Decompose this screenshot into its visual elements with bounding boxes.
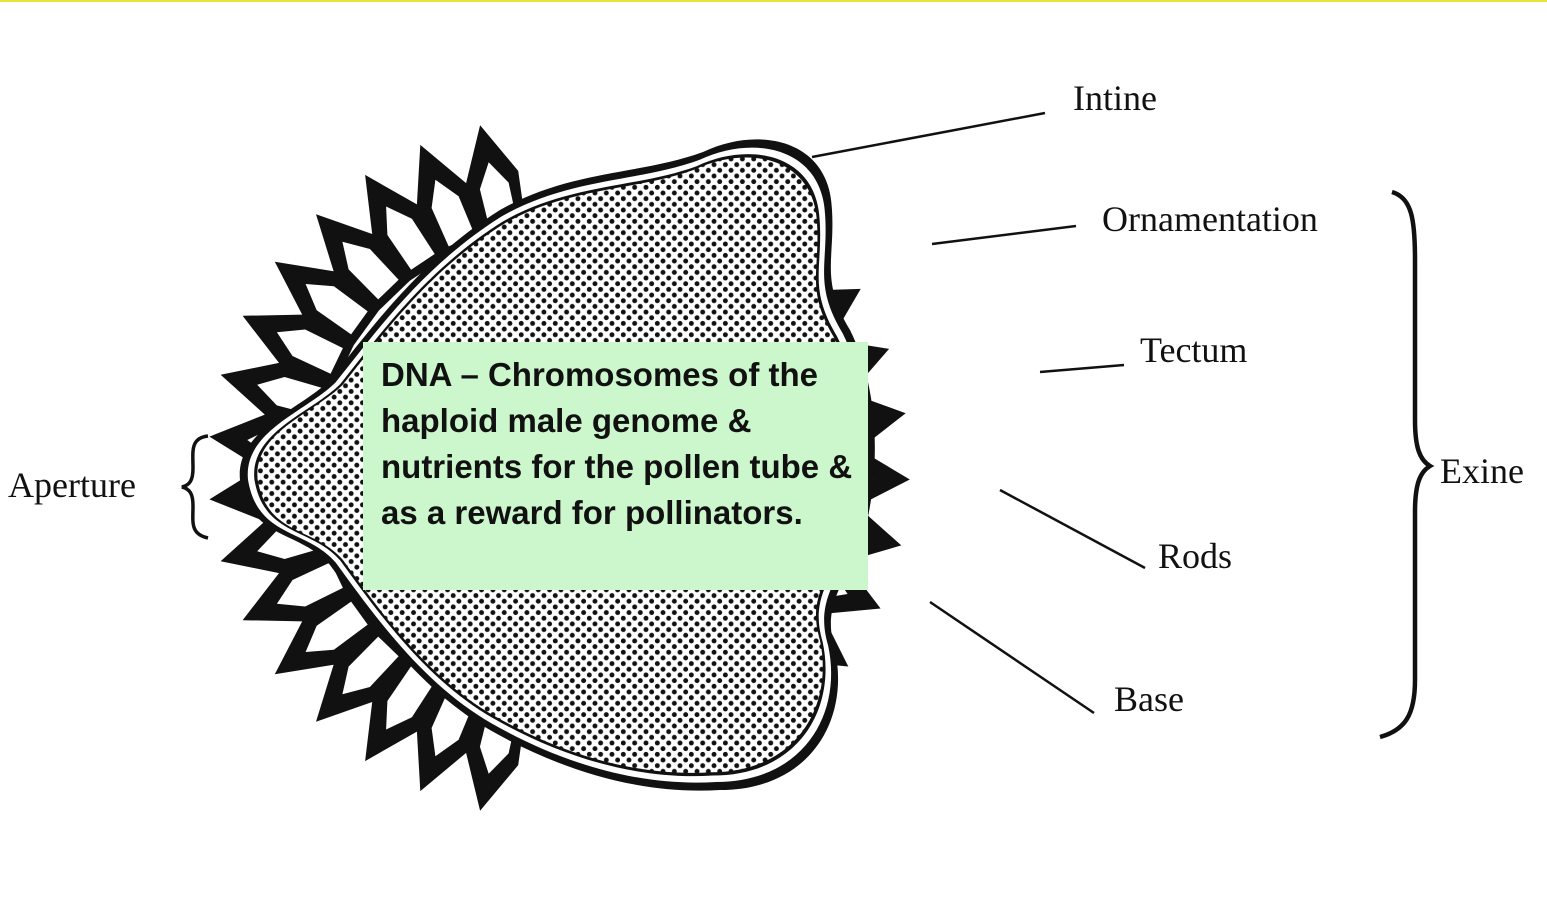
base-leader-line (930, 602, 1094, 713)
exine-brace (1380, 192, 1430, 737)
dna-callout-text: DNA – Chromosomes of the haploid male ge… (381, 352, 860, 536)
dna-callout-box: DNA – Chromosomes of the haploid male ge… (363, 342, 868, 590)
rods-label: Rods (1158, 538, 1232, 574)
ornamentation-leader-line (932, 226, 1076, 244)
exine-label: Exine (1440, 453, 1524, 489)
tectum-label: Tectum (1140, 332, 1247, 368)
ornamentation-label: Ornamentation (1102, 201, 1318, 237)
base-label: Base (1114, 681, 1184, 717)
aperture-label: Aperture (8, 467, 136, 503)
tectum-leader-line (1040, 365, 1124, 372)
aperture-brace (182, 436, 208, 538)
intine-label: Intine (1073, 80, 1157, 116)
intine-leader-line (812, 113, 1045, 157)
rods-leader-line (1000, 490, 1145, 568)
